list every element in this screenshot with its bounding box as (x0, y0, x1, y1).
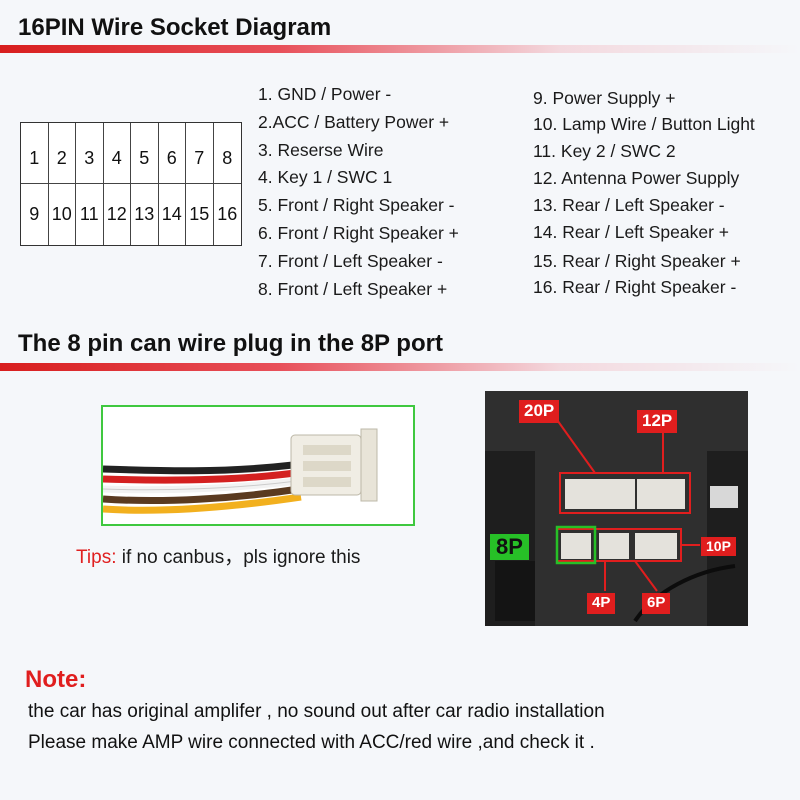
note-line-2: Please make AMP wire connected with ACC/… (28, 732, 595, 753)
tips-text: Tips: if no canbus，pls ignore this (76, 542, 360, 569)
pin-desc: 16. Rear / Right Speaker - (533, 277, 737, 297)
pin-desc: 3. Reserse Wire (258, 140, 384, 160)
section-title-8pin: The 8 pin can wire plug in the 8P port (18, 330, 443, 357)
pin-desc: 8. Front / Left Speaker + (258, 279, 448, 299)
pin-desc: 4. Key 1 / SWC 1 (258, 167, 393, 187)
pin-desc: 6. Front / Right Speaker + (258, 223, 459, 243)
radio-port-image: 20P 12P 8P 10P 4P 6P (485, 391, 748, 626)
pin-desc: 10. Lamp Wire / Button Light (533, 114, 755, 134)
pin-cell: 14 (159, 184, 186, 245)
pin-cell: 11 (76, 184, 104, 245)
pin-desc: 7. Front / Left Speaker - (258, 251, 443, 271)
pin-desc: 12. Antenna Power Supply (533, 168, 740, 188)
can-wire-plug-image (101, 405, 415, 526)
pin-desc: 9. Power Supply + (533, 88, 676, 108)
pin-cell: 10 (49, 184, 76, 245)
port-label-4p: 4P (587, 593, 616, 614)
pin-desc: 5. Front / Right Speaker - (258, 195, 455, 215)
pin-cell: 16 (217, 204, 238, 224)
pin-socket-grid: 1 2 3 4 5 6 7 8 9 10 11 12 13 14 15 16 (20, 122, 242, 246)
pin-cell: 1 (21, 123, 49, 184)
pin-cell: 13 (131, 184, 159, 245)
pin-desc: 2.ACC / Battery Power + (258, 112, 450, 132)
radio-port-illustration (485, 391, 748, 626)
port-label-10p: 10P (701, 537, 736, 557)
pin-desc: 1. GND / Power - (258, 84, 392, 104)
pin-desc: 14. Rear / Left Speaker + (533, 222, 730, 242)
note-line-1: the car has original amplifer , no sound… (28, 701, 605, 722)
pin-cell: 5 (131, 123, 159, 184)
pin-cell: 6 (158, 123, 186, 184)
pin-cell: 2 (48, 123, 76, 184)
port-label-6p: 6P (642, 593, 671, 614)
port-label-12p: 12P (637, 410, 678, 433)
section-title-16pin: 16PIN Wire Socket Diagram (18, 14, 332, 41)
title-underline-bar (0, 45, 800, 53)
pin-cell: 4 (103, 123, 131, 184)
pin-desc: 15. Rear / Right Speaker + (533, 251, 741, 271)
port-label-8p: 8P (490, 534, 529, 561)
pin-cell: 3 (76, 123, 104, 184)
pin-desc: 13. Rear / Left Speaker - (533, 195, 725, 215)
tips-body: if no canbus，pls ignore this (116, 547, 361, 568)
pin-cell: 7 (186, 123, 214, 184)
title-underline-bar (0, 363, 800, 371)
wire-plug-illustration (103, 428, 378, 514)
pin-cell: 9 (21, 184, 49, 245)
pin-cell: 12 (104, 184, 131, 245)
port-label-20p: 20P (519, 400, 560, 423)
pin-cell: 8 (213, 123, 241, 184)
pin-cell: 15 (186, 184, 214, 245)
pin-desc: 11. Key 2 / SWC 2 (533, 141, 676, 161)
tips-label: Tips: (76, 547, 117, 568)
note-title: Note: (25, 666, 87, 693)
